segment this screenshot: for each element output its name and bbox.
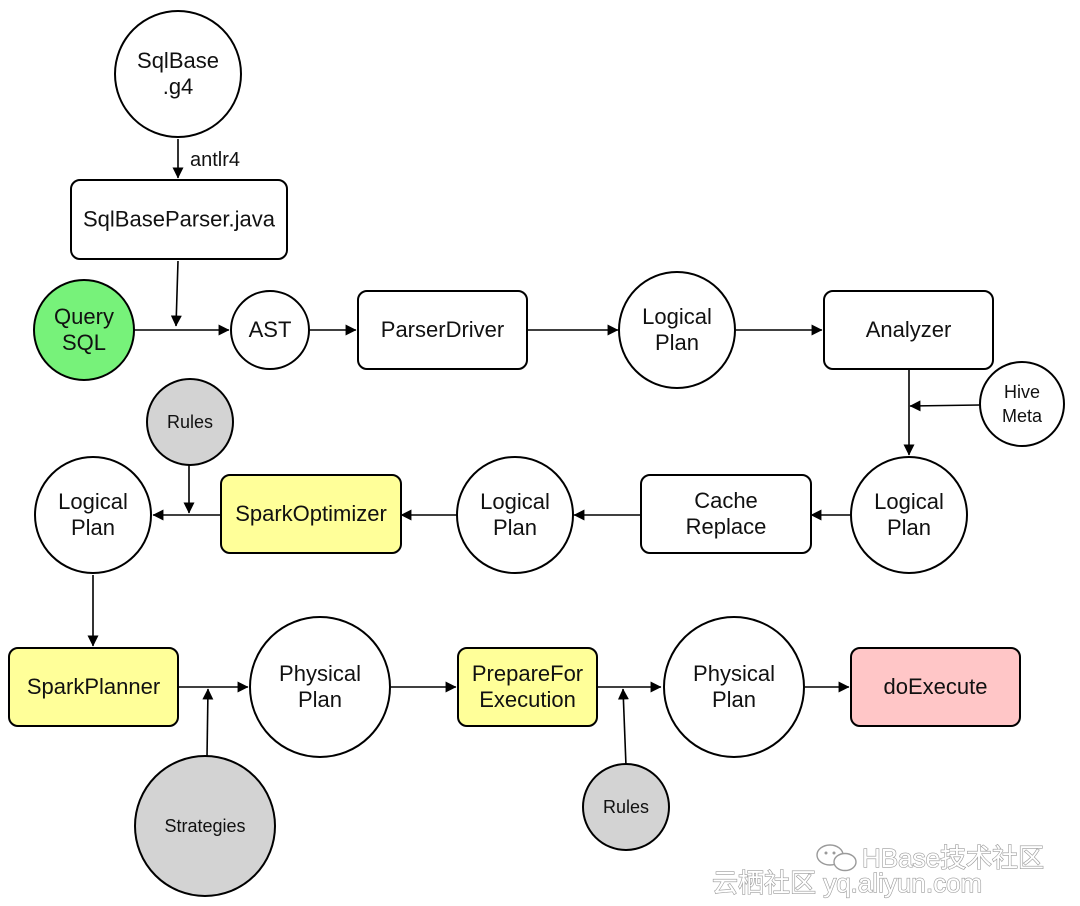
node-logical-plan-2-label: Plan — [887, 515, 931, 540]
node-analyzer: Analyzer — [823, 290, 994, 370]
node-prepare-for-execution-label: Execution — [479, 687, 576, 712]
node-spark-optimizer-box — [220, 474, 402, 554]
node-parser-driver-label: ParserDriver — [381, 317, 504, 342]
node-analyzer-label: Analyzer — [866, 317, 952, 342]
watermark-site: 云栖社区 yq.aliyun.com — [712, 868, 982, 898]
node-logical-plan-3-label: Plan — [493, 515, 537, 540]
watermark-brand: HBase技术社区 — [862, 843, 1044, 873]
node-ast-label: AST — [249, 317, 292, 342]
node-query-sql-circle — [33, 279, 135, 381]
edge-parser-to-ast-line — [170, 260, 182, 327]
edge-label-antlr4: antlr4 — [190, 149, 240, 171]
edges-layer: antlr4 — [87, 139, 981, 767]
node-cache-replace-label: Cache — [694, 488, 758, 513]
node-sqlbase-g4-label: SqlBase — [137, 48, 219, 73]
node-cache-replace-label: Replace — [686, 514, 767, 539]
node-sqlbase-parser-box — [70, 179, 288, 260]
node-do-execute-box — [850, 647, 1021, 727]
node-hive-meta-label: Meta — [1002, 406, 1043, 426]
node-cache-replace-box — [640, 474, 812, 554]
node-prepare-for-execution-label: PrepareFor — [472, 661, 583, 686]
node-logical-plan-4-circle — [34, 456, 152, 574]
node-logical-plan-1-label: Logical — [642, 304, 712, 329]
node-query-sql-label: SQL — [62, 330, 106, 355]
node-strategies-label: Strategies — [164, 816, 245, 836]
node-rules-2: Rules — [582, 763, 670, 851]
node-do-execute: doExecute — [850, 647, 1021, 727]
node-logical-plan-4-label: Plan — [71, 515, 115, 540]
node-ast: AST — [230, 290, 310, 370]
node-prepare-for-execution-box — [457, 647, 598, 727]
node-spark-planner: SparkPlanner — [8, 647, 179, 727]
node-rules-1: Rules — [146, 378, 234, 466]
node-physical-plan-1-label: Plan — [298, 687, 342, 712]
node-rules-2-circle — [582, 763, 670, 851]
node-physical-plan-2-circle — [663, 616, 805, 758]
node-sqlbase-g4-label: .g4 — [163, 74, 194, 99]
node-hive-meta-circle — [979, 361, 1065, 447]
node-rules-1-circle — [146, 378, 234, 466]
node-logical-plan-3-circle — [456, 456, 574, 574]
edge-hive-meta-to-analyzer-line — [909, 400, 981, 412]
edge-strategies-to-planner-line — [202, 688, 214, 758]
node-spark-optimizer-label: SparkOptimizer — [235, 501, 387, 526]
node-query-sql-label: Query — [54, 304, 114, 329]
node-do-execute-label: doExecute — [884, 674, 988, 699]
node-analyzer-box — [823, 290, 994, 370]
node-rules-1-label: Rules — [167, 412, 213, 432]
node-physical-plan-2-label: Physical — [693, 661, 775, 686]
wechat-logo-icon — [816, 844, 857, 872]
node-logical-plan-3-label: Logical — [480, 489, 550, 514]
node-logical-plan-1-circle — [618, 271, 736, 389]
node-strategies: Strategies — [134, 755, 276, 897]
node-sqlbase-parser: SqlBaseParser.java — [70, 179, 288, 260]
node-strategies-circle — [134, 755, 276, 897]
node-spark-optimizer: SparkOptimizer — [220, 474, 402, 554]
node-physical-plan-1-label: Physical — [279, 661, 361, 686]
node-spark-planner-box — [8, 647, 179, 727]
node-physical-plan-1-circle — [249, 616, 391, 758]
node-parser-driver-box — [357, 290, 528, 370]
node-rules-2-label: Rules — [603, 797, 649, 817]
watermark: HBase技术社区 云栖社区 yq.aliyun.com — [711, 842, 1044, 898]
node-sqlbase-g4: SqlBase.g4 — [114, 10, 242, 138]
node-spark-planner-label: SparkPlanner — [27, 674, 160, 699]
node-ast-circle — [230, 290, 310, 370]
node-logical-plan-4-label: Logical — [58, 489, 128, 514]
edge-rules-2-to-prepare-line — [617, 688, 629, 767]
node-sqlbase-parser-label: SqlBaseParser.java — [83, 206, 276, 231]
node-hive-meta-label: Hive — [1004, 382, 1040, 402]
node-parser-driver: ParserDriver — [357, 290, 528, 370]
node-physical-plan-2-label: Plan — [712, 687, 756, 712]
node-logical-plan-2-circle — [850, 456, 968, 574]
node-logical-plan-1-label: Plan — [655, 330, 699, 355]
node-logical-plan-2-label: Logical — [874, 489, 944, 514]
node-sqlbase-g4-circle — [114, 10, 242, 138]
